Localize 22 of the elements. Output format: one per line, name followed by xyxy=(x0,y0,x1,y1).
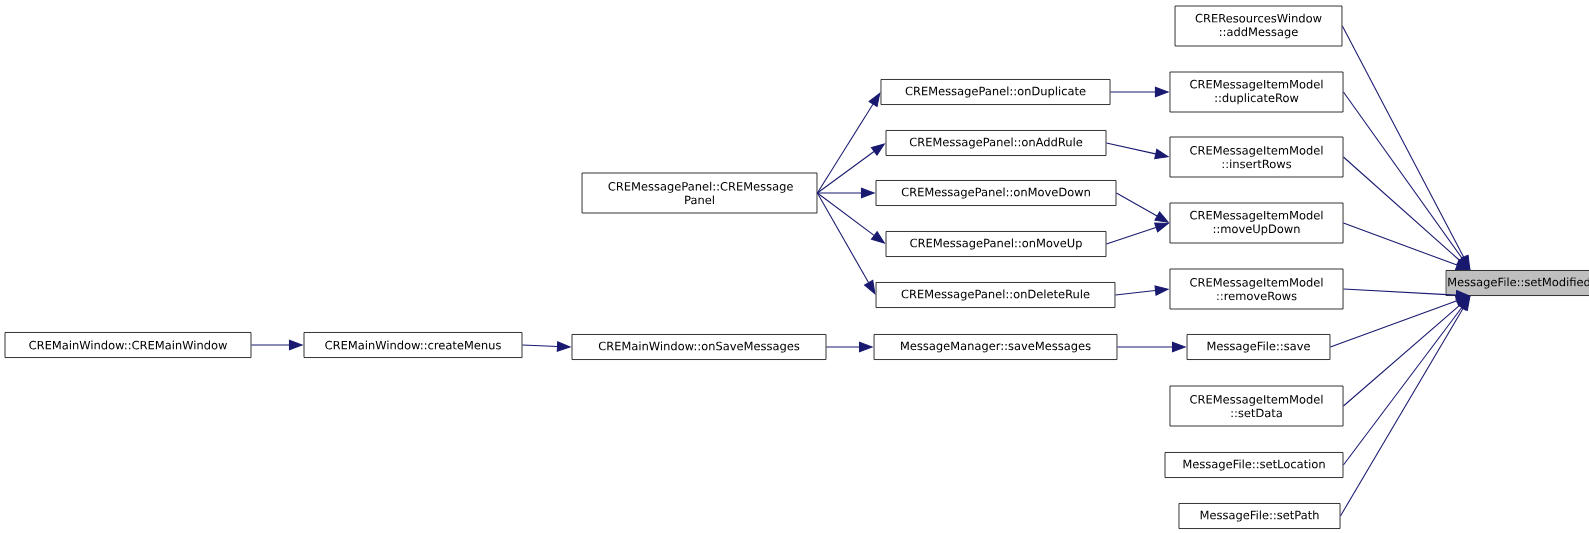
function-box: MessageFile::setLocation xyxy=(1164,452,1344,478)
function-box: CREMessageItemModel ::setData xyxy=(1169,385,1344,427)
function-box: CREMessagePanel::onAddRule xyxy=(885,130,1107,156)
function-box: CREMessagePanel::onDeleteRule xyxy=(875,282,1116,308)
function-box: CREMessageItemModel ::duplicateRow xyxy=(1169,71,1344,113)
function-box: MessageFile::save xyxy=(1186,334,1331,360)
function-box: CREMessageItemModel ::insertRows xyxy=(1169,136,1344,178)
function-box: MessageFile::setPath xyxy=(1178,503,1341,529)
function-box: CREMessageItemModel ::moveUpDown xyxy=(1169,202,1344,244)
function-box: CREMainWindow::CREMainWindow xyxy=(4,332,252,358)
function-box: MessageManager::saveMessages xyxy=(873,334,1118,360)
arrow xyxy=(816,192,876,295)
function-box: CREMainWindow::createMenus xyxy=(303,332,523,358)
function-box: CREMainWindow::onSaveMessages xyxy=(571,334,827,360)
arrow xyxy=(816,92,881,194)
function-box: CREMessagePanel::onMoveDown xyxy=(875,180,1117,206)
function-box: CREMessagePanel::CREMessage Panel xyxy=(581,172,818,214)
function-box: CREResourcesWindow ::addMessage xyxy=(1174,5,1343,47)
function-box: CREMessageItemModel ::removeRows xyxy=(1169,268,1344,310)
function-box: CREMessagePanel::onMoveUp xyxy=(885,231,1107,257)
function-box: CREMessagePanel::onDuplicate xyxy=(880,79,1111,105)
function-box: MessageFile::setModified xyxy=(1445,270,1589,296)
